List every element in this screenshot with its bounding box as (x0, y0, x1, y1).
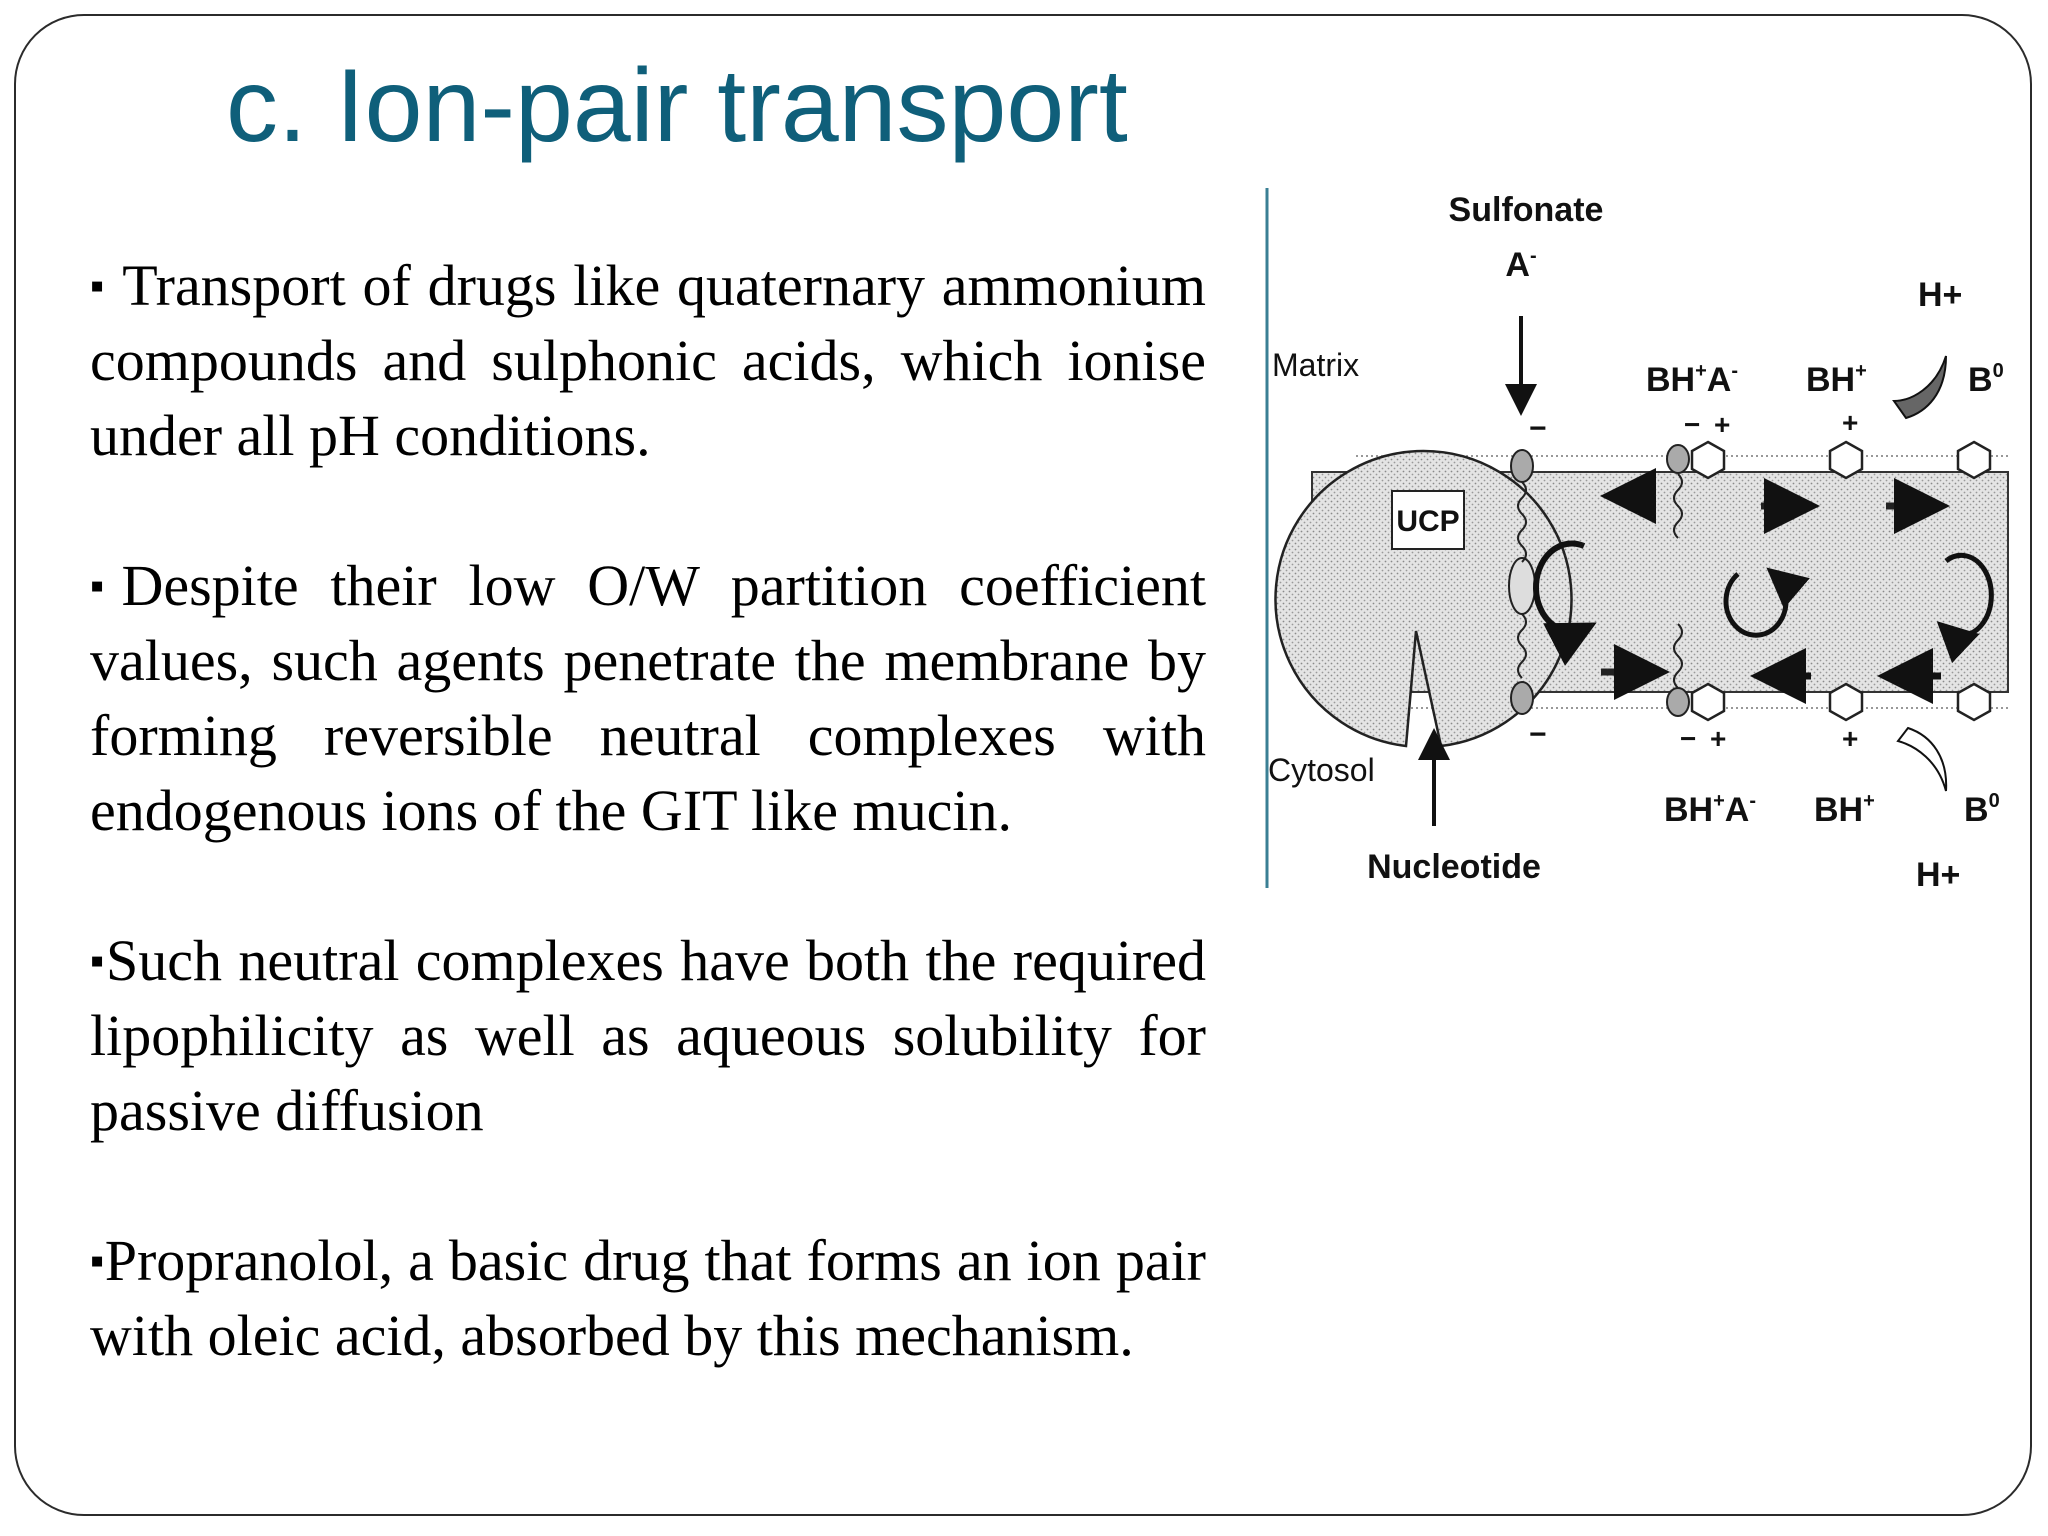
minus-sign: − (1684, 409, 1700, 440)
bullet-text: Such neutral complexes have both the req… (90, 928, 1206, 1143)
plus-sign: + (1714, 409, 1730, 440)
bh-hexagon-bottom (1828, 682, 1864, 722)
bullet-item: ▪Despite their low O/W partition coeffic… (90, 548, 1206, 848)
anion-head-top (1666, 444, 1690, 474)
proton-binding-arrow-top (1892, 355, 1947, 420)
ucp-label: UCP (1396, 505, 1459, 538)
top-bh-label: BH+ (1806, 360, 1867, 399)
plus-sign: + (1710, 723, 1726, 754)
bottom-ion-pair-label: BH+A- (1664, 790, 1756, 829)
ion-pair-diagram: UCP Sulfonate A- Nucleotide Matrix Cytos… (1246, 176, 2026, 896)
bottom-bh-label: BH+ (1814, 790, 1875, 829)
top-b-label: B0 (1968, 360, 2004, 399)
cation-hexagon-top (1690, 440, 1726, 480)
anion-tail-top (1673, 473, 1683, 539)
slide: c. Ion-pair transport ▪ Transport of dru… (14, 14, 2032, 1516)
bullet-item: ▪Propranolol, a basic drug that forms an… (90, 1223, 1206, 1373)
plus-sign: + (1842, 407, 1858, 438)
rotation-arrow (1532, 540, 1597, 666)
plus-sign: + (1842, 723, 1858, 754)
circulation-arrow (1723, 567, 1810, 638)
bullet-marker: ▪ (90, 1238, 105, 1283)
minus-sign: − (1680, 723, 1696, 754)
cytosol-label: Cytosol (1268, 752, 1375, 788)
bullet-item: ▪Such neutral complexes have both the re… (90, 923, 1206, 1148)
bh-hexagon-top (1828, 440, 1864, 480)
matrix-label: Matrix (1272, 347, 1359, 383)
bullet-marker: ▪ (90, 938, 107, 983)
sulfonate-head-top (1510, 449, 1534, 483)
top-ion-pair-label: BH+A- (1646, 360, 1738, 399)
b-hexagon-top (1956, 440, 1992, 480)
nucleotide-label: Nucleotide (1367, 848, 1541, 886)
bullet-text: Transport of drugs like quaternary ammon… (90, 253, 1206, 468)
channel-center-oval (1508, 557, 1536, 615)
ucp-label-box (1391, 490, 1465, 550)
bullet-text: Despite their low O/W partition coeffici… (90, 553, 1206, 843)
slide-title: c. Ion-pair transport (226, 48, 1128, 164)
bullet-marker: ▪ (90, 563, 122, 608)
proton-release-arrow-bottom (1896, 726, 1948, 792)
sulfonate-tail-bottom (1517, 613, 1527, 679)
anion-tail-bottom (1673, 623, 1683, 689)
minus-sign: − (1529, 412, 1547, 445)
circulation-arrow (1936, 552, 1994, 664)
anion-head-bottom (1666, 687, 1690, 717)
sulfonate-tail-top (1517, 481, 1527, 563)
sulfonate-label: Sulfonate (1449, 191, 1604, 229)
b-hexagon-bottom (1956, 682, 1992, 722)
top-proton-label: H+ (1918, 276, 1962, 314)
bullet-text: Propranolol, a basic drug that forms an … (90, 1228, 1206, 1368)
bullet-item: ▪ Transport of drugs like quaternary amm… (90, 248, 1206, 473)
anion-label: A- (1505, 245, 1536, 284)
bullet-marker: ▪ (90, 263, 107, 308)
diagram-svg: UCP Sulfonate A- Nucleotide Matrix Cytos… (1265, 188, 2009, 894)
bottom-proton-label: H+ (1916, 856, 1960, 894)
bullet-list: ▪ Transport of drugs like quaternary amm… (90, 248, 1206, 1448)
bottom-b-label: B0 (1964, 790, 2000, 829)
minus-sign: − (1529, 718, 1547, 751)
sulfonate-head-bottom (1510, 681, 1534, 715)
cation-hexagon-bottom (1690, 682, 1726, 722)
